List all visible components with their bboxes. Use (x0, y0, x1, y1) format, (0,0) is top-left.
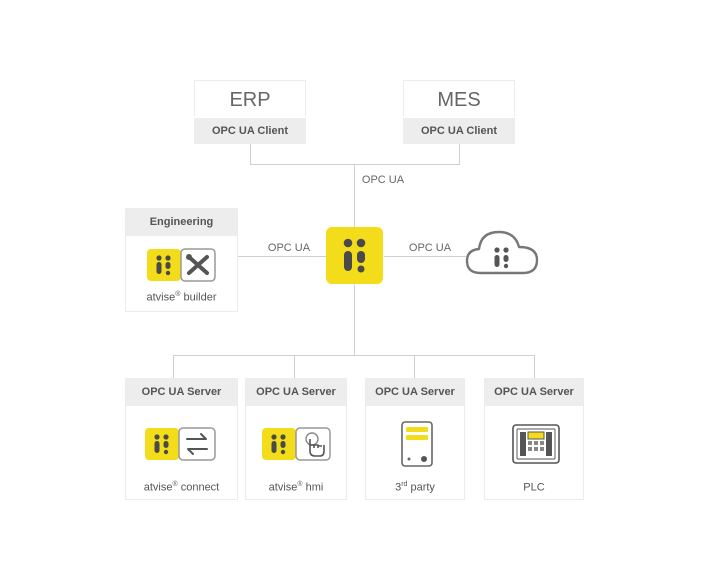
server-name: PLC (523, 481, 545, 494)
server-header: OPC UA Server (485, 379, 583, 406)
atvise-logo-icon (326, 227, 383, 284)
line-bottom-vertical (354, 285, 355, 356)
engineering-card: Engineering atvise® builder (125, 208, 238, 312)
engineering-product-label: atvise® builder (126, 291, 237, 304)
server-tower-icon (401, 421, 433, 467)
engineering-header: Engineering (126, 209, 237, 236)
line-server1-up (173, 355, 174, 378)
plc-panel-icon (512, 424, 560, 464)
server-name-label: PLC (485, 481, 583, 494)
engineering-product-name: atvise (146, 291, 176, 304)
line-top-horizontal (250, 164, 460, 165)
line-server3-up (414, 355, 415, 378)
central-atvise-logo (326, 227, 383, 284)
engineering-product-suffix: builder (180, 291, 217, 304)
server-card-third-party: OPC UA Server 3rd party (365, 378, 465, 500)
server-name-label: atvise® hmi (246, 481, 346, 494)
cloud-service (463, 226, 541, 280)
server-name-suffix: connect (177, 481, 220, 494)
server-name: 3 (395, 481, 402, 494)
line-server4-up (534, 355, 535, 378)
server-name-suffix: party (407, 481, 435, 494)
line-mes-down (459, 144, 460, 165)
server-name-sup: rd (401, 481, 408, 488)
server-card-atvise-connect: OPC UA Server atvise® connect (125, 378, 238, 500)
line-server2-up (294, 355, 295, 378)
line-left-horizontal (237, 256, 327, 257)
server-name-sup: ® (172, 481, 178, 488)
builder-icon-group (147, 248, 217, 282)
line-top-vertical (354, 164, 355, 227)
plc-icon-group (512, 424, 560, 464)
engineering-product-reg: ® (175, 291, 181, 298)
mes-role-header: OPC UA Client (403, 118, 515, 144)
server-header: OPC UA Server (126, 379, 237, 406)
connection-label-top: OPC UA (361, 174, 405, 186)
server-card-plc: OPC UA Server PLC (484, 378, 584, 500)
line-right-horizontal (384, 256, 466, 257)
mes-card: MES OPC UA Client (403, 80, 515, 144)
cloud-icon (465, 230, 539, 275)
line-bottom-horizontal (173, 355, 535, 356)
server-name: atvise (143, 481, 173, 494)
line-erp-down (250, 144, 251, 165)
erp-card: ERP OPC UA Client (194, 80, 306, 144)
server-name-sup: ® (297, 481, 303, 488)
hmi-icon-group (262, 427, 332, 461)
connect-icon-group (145, 427, 217, 461)
atvise-builder-icon (147, 248, 216, 282)
erp-role-header: OPC UA Client (194, 118, 306, 144)
server-card-atvise-hmi: OPC UA Server atvise® hmi (245, 378, 347, 500)
server-name-label: 3rd party (366, 481, 464, 494)
server-header: OPC UA Server (246, 379, 346, 406)
connection-label-left: OPC UA (267, 242, 311, 254)
mes-title: MES (403, 80, 515, 116)
touch-hand-icon (262, 427, 331, 461)
server-name: atvise (268, 481, 298, 494)
server-name-suffix: hmi (302, 481, 324, 494)
erp-title: ERP (194, 80, 306, 116)
third-party-icon-group (401, 421, 433, 467)
server-header: OPC UA Server (366, 379, 464, 406)
sync-arrows-icon (145, 427, 216, 461)
connection-label-right: OPC UA (408, 242, 452, 254)
server-name-label: atvise® connect (126, 481, 237, 494)
